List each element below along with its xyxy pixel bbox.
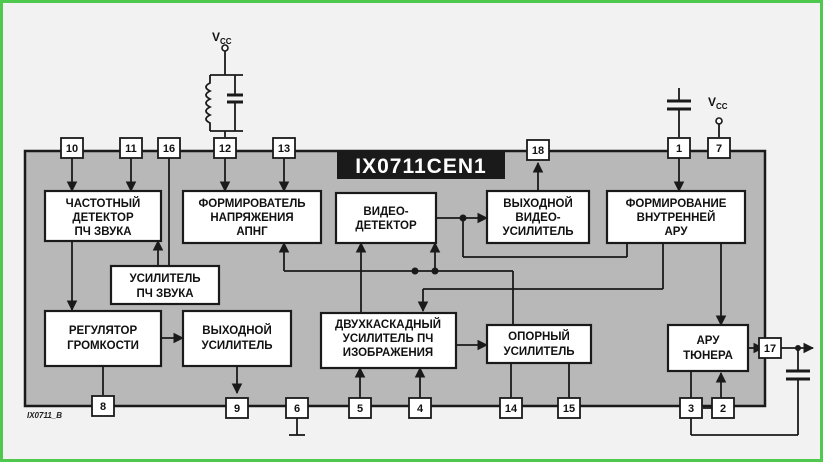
svg-text:12: 12 — [219, 143, 231, 155]
pin-7: 7 — [707, 137, 731, 159]
svg-text:ФОРМИРОВАТЕЛЬ: ФОРМИРОВАТЕЛЬ — [198, 198, 305, 210]
svg-text:РЕГУЛЯТОР: РЕГУЛЯТОР — [69, 325, 138, 337]
pin-16: 16 — [157, 137, 181, 159]
svg-text:ДЕТЕКТОР: ДЕТЕКТОР — [72, 212, 134, 224]
svg-text:АПНГ: АПНГ — [236, 226, 268, 238]
svg-text:ВНУТРЕННЕЙ: ВНУТРЕННЕЙ — [637, 211, 716, 224]
pin-17: 17 — [758, 337, 782, 359]
svg-text:18: 18 — [532, 145, 544, 157]
block-freq-detector: ЧАСТОТНЫЙ ДЕТЕКТОР ПЧ ЗВУКА — [43, 189, 163, 243]
svg-text:НАПРЯЖЕНИЯ: НАПРЯЖЕНИЯ — [210, 212, 293, 224]
chip-name: IX0711CEN1 — [355, 155, 486, 178]
svg-text:ВЫХОДНОЙ: ВЫХОДНОЙ — [503, 197, 572, 210]
svg-text:ОПОРНЫЙ: ОПОРНЫЙ — [508, 330, 570, 343]
pin-2: 2 — [711, 397, 735, 419]
pin-8: 8 — [91, 395, 115, 417]
vcc-label-top: VCC — [212, 30, 232, 46]
svg-text:17: 17 — [764, 343, 776, 355]
svg-text:13: 13 — [278, 143, 290, 155]
block-apng-former: ФОРМИРОВАТЕЛЬ НАПРЯЖЕНИЯ АПНГ — [181, 189, 323, 245]
pin-15: 15 — [557, 397, 581, 419]
pin-4: 4 — [408, 397, 432, 419]
pin-9: 9 — [225, 397, 249, 419]
svg-text:1: 1 — [676, 143, 682, 155]
svg-text:2: 2 — [720, 403, 726, 415]
pin-3: 3 — [679, 397, 703, 419]
svg-text:УСИЛИТЕЛЬ: УСИЛИТЕЛЬ — [201, 340, 272, 352]
pin-10: 10 — [60, 137, 84, 159]
svg-text:11: 11 — [125, 143, 137, 155]
svg-text:ЧАСТОТНЫЙ: ЧАСТОТНЫЙ — [66, 197, 141, 210]
svg-text:АРУ: АРУ — [665, 226, 689, 238]
block-video-output-amp: ВЫХОДНОЙ ВИДЕО- УСИЛИТЕЛЬ — [485, 189, 591, 245]
svg-text:3: 3 — [688, 403, 694, 415]
svg-text:АРУ: АРУ — [697, 335, 721, 347]
pin-12: 12 — [213, 137, 237, 159]
svg-text:14: 14 — [505, 403, 518, 415]
svg-text:ВИДЕО-: ВИДЕО- — [515, 212, 560, 224]
svg-text:УСИЛИТЕЛЬ ПЧ: УСИЛИТЕЛЬ ПЧ — [343, 333, 434, 345]
block-reference-amp: ОПОРНЫЙ УСИЛИТЕЛЬ — [485, 323, 593, 365]
svg-text:ВИДЕО-: ВИДЕО- — [363, 206, 408, 218]
block-sound-if-amp: УСИЛИТЕЛЬ ПЧ ЗВУКА — [109, 264, 221, 306]
block-internal-agc: ФОРМИРОВАНИЕ ВНУТРЕННЕЙ АРУ — [605, 189, 747, 245]
pin-18: 18 — [526, 139, 550, 161]
vcc-label-right: VCC — [708, 95, 728, 111]
svg-text:УСИЛИТЕЛЬ: УСИЛИТЕЛЬ — [503, 346, 574, 358]
svg-text:8: 8 — [100, 401, 106, 413]
svg-text:9: 9 — [234, 403, 240, 415]
svg-text:6: 6 — [294, 403, 300, 415]
pin-5: 5 — [348, 397, 372, 419]
svg-text:ПЧ ЗВУКА: ПЧ ЗВУКА — [136, 288, 193, 300]
svg-text:ДЕТЕКТОР: ДЕТЕКТОР — [355, 220, 417, 232]
svg-text:7: 7 — [716, 143, 722, 155]
svg-text:ВЫХОДНОЙ: ВЫХОДНОЙ — [202, 324, 271, 337]
svg-text:УСИЛИТЕЛЬ: УСИЛИТЕЛЬ — [129, 273, 200, 285]
pin-13: 13 — [272, 137, 296, 159]
svg-text:4: 4 — [417, 403, 424, 415]
block-volume-control: РЕГУЛЯТОР ГРОМКОСТИ — [43, 309, 163, 368]
pin-14: 14 — [499, 397, 523, 419]
chip-name-plate — [337, 152, 505, 179]
svg-text:ГРОМКОСТИ: ГРОМКОСТИ — [67, 340, 139, 352]
block-if-amp-two-stage: ДВУХКАСКАДНЫЙ УСИЛИТЕЛЬ ПЧ ИЗОБРАЖЕНИЯ — [319, 311, 458, 370]
svg-text:15: 15 — [563, 403, 575, 415]
svg-text:ДВУХКАСКАДНЫЙ: ДВУХКАСКАДНЫЙ — [335, 318, 441, 331]
pin-1: 1 — [667, 137, 691, 159]
figure-code: IX0711_B — [27, 411, 62, 420]
svg-text:ФОРМИРОВАНИЕ: ФОРМИРОВАНИЕ — [626, 198, 727, 210]
svg-text:ТЮНЕРА: ТЮНЕРА — [683, 350, 733, 362]
svg-text:ИЗОБРАЖЕНИЯ: ИЗОБРАЖЕНИЯ — [343, 347, 433, 359]
svg-text:ПЧ ЗВУКА: ПЧ ЗВУКА — [74, 226, 131, 238]
block-video-detector: ВИДЕО- ДЕТЕКТОР — [334, 191, 438, 245]
pin-11: 11 — [119, 137, 143, 159]
pin-6: 6 — [285, 397, 309, 419]
svg-text:16: 16 — [163, 143, 175, 155]
block-diagram: IX0711CEN1 — [23, 30, 815, 436]
svg-text:10: 10 — [66, 143, 78, 155]
svg-text:5: 5 — [357, 403, 363, 415]
block-output-amp: ВЫХОДНОЙ УСИЛИТЕЛЬ — [181, 309, 293, 368]
block-tuner-agc: АРУ ТЮНЕРА — [666, 323, 750, 373]
svg-text:УСИЛИТЕЛЬ: УСИЛИТЕЛЬ — [502, 226, 573, 238]
